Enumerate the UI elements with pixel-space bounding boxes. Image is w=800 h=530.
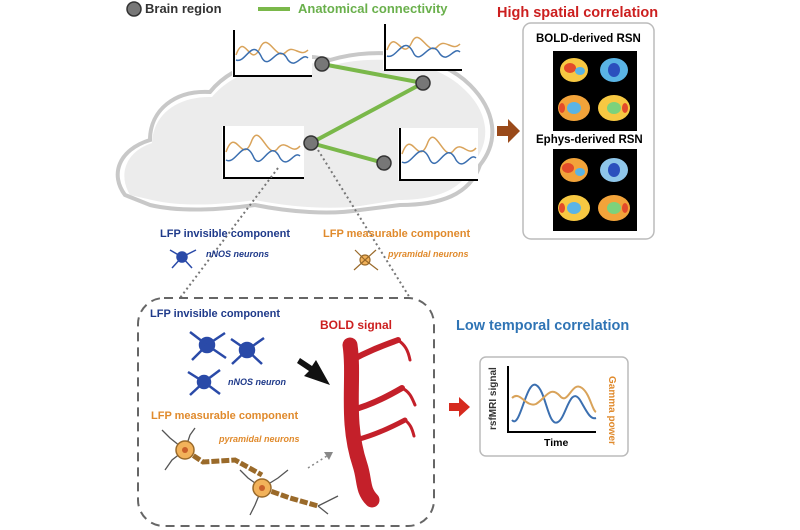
top-nnos-neurons-label: nNOS neurons: [206, 249, 270, 259]
series-bold: [511, 383, 597, 424]
chart-x-label: Time: [544, 437, 569, 449]
nnos-neuron-small: [169, 249, 197, 269]
arrow-to-rsn: [497, 119, 520, 143]
chart-y-left-label: rsfMRI signal: [488, 367, 499, 430]
zoom-dashed-box: [137, 297, 435, 527]
top-pyramidal-neurons-label: pyramidal neurons: [388, 249, 469, 259]
pyramidal-to-vessel-arrow: [307, 453, 331, 469]
zoom-line-right: [317, 149, 411, 299]
series-gamma: [511, 385, 597, 413]
top-lfp-measurable-label: LFP measurable component: [323, 228, 471, 240]
mini-plot-4: [398, 128, 478, 181]
bold-rsn-label: BOLD-derived RSN: [536, 33, 641, 45]
box-nnos-neuron-label: nNOS neuron: [228, 377, 286, 387]
pyramidal-arrowhead: [324, 452, 333, 460]
ephys-rsn-label: Ephys-derived RSN: [536, 134, 643, 146]
box-pyramidal-neurons-label: pyramidal neurons: [219, 434, 300, 444]
nnos-to-vessel-arrow: [297, 358, 330, 385]
box-lfp-measurable-label: LFP measurable component: [151, 410, 299, 422]
box-lfp-invisible-label: LFP invisible component: [150, 308, 280, 320]
chart-axes: [507, 366, 596, 433]
legend-brain-region-label: Brain region: [145, 1, 222, 16]
zoom-line-left: [179, 167, 279, 299]
pyramidal-neuron-small: [353, 249, 379, 271]
legend-connectivity-label: Anatomical connectivity: [298, 1, 448, 16]
mini-plot-1: [232, 28, 312, 77]
nnos-neurons-group: [187, 331, 265, 396]
mini-plot-2: [383, 22, 463, 71]
arrow-to-chart: [449, 397, 470, 417]
chart-y-right-label: Gamma power: [606, 376, 617, 445]
legend-region-dot: [126, 1, 142, 17]
mini-plot-3: [222, 126, 304, 179]
top-lfp-invisible-label: LFP invisible component: [160, 228, 290, 240]
bold-brain-maps: [558, 58, 630, 121]
blood-vessel: [342, 337, 417, 508]
pyramidal-neurons-group: [161, 427, 339, 516]
ephys-brain-maps: [558, 158, 630, 221]
rsn-panel-title: High spatial correlation: [497, 5, 659, 21]
region-dots: [303, 56, 431, 171]
bold-signal-label: BOLD signal: [320, 318, 393, 332]
low-corr-title: Low temporal correlation: [456, 318, 630, 334]
connectivity-lines: [310, 62, 424, 165]
